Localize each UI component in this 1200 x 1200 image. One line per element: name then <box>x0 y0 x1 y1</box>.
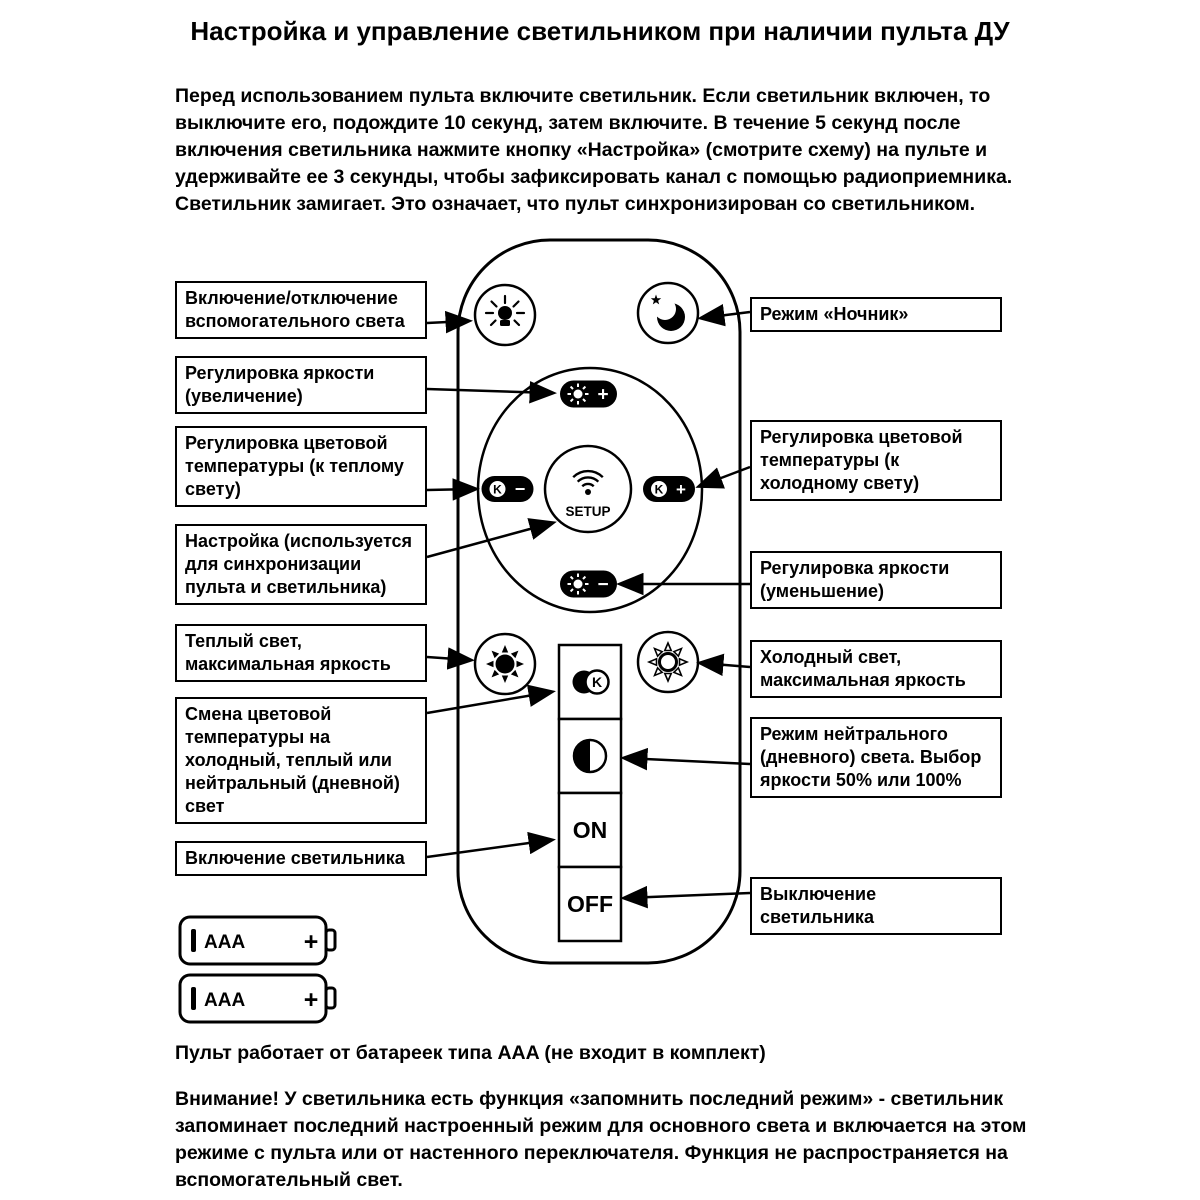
brightness-up-button[interactable]: + <box>560 380 617 408</box>
callout-arrows <box>426 304 751 909</box>
color-temp-cold-button[interactable]: K + <box>643 476 695 502</box>
callout-brightness-down: Регулировка яркости (уменьшение) <box>750 551 1002 609</box>
callout-warm-max: Теплый свет, максимальная яркость <box>175 624 427 682</box>
minus-label: − <box>515 479 526 499</box>
battery-note: Пульт работает от батареек типа AAA (не … <box>175 1042 766 1064</box>
callout-arrow <box>620 747 751 771</box>
callout-temp-cycle: Смена цветовой температуры на холодный, … <box>175 697 427 824</box>
callout-arrow <box>697 304 751 327</box>
callout-arrow <box>696 653 751 677</box>
callout-arrow <box>426 478 480 501</box>
callout-cold-max: Холодный свет, максимальная яркость <box>750 640 1002 698</box>
callout-on: Включение светильника <box>175 841 427 876</box>
brightness-down-button[interactable]: − <box>560 570 617 598</box>
day-mode-button[interactable] <box>557 717 623 795</box>
battery-plus-mark: + <box>304 928 319 956</box>
setup-label: SETUP <box>565 504 610 519</box>
signal-icon <box>572 469 604 495</box>
star-icon <box>650 294 662 305</box>
half-circle-icon <box>572 738 608 774</box>
callout-arrow <box>426 684 556 715</box>
k-label: K <box>655 483 664 497</box>
battery-label: AAA <box>204 990 245 1011</box>
callout-warm-temp: Регулировка цветовой температуры (к тепл… <box>175 426 427 507</box>
battery-terminal <box>324 928 337 952</box>
intro-text: Перед использованием пульта включите све… <box>175 85 1013 215</box>
callout-arrow <box>426 647 475 670</box>
battery-minus-mark <box>191 987 196 1010</box>
battery-plus-mark: + <box>304 986 319 1014</box>
callout-brightness-up: Регулировка яркости (увеличение) <box>175 356 427 414</box>
k-circle-icon <box>651 481 667 497</box>
warm-light-max-button[interactable] <box>473 632 537 696</box>
on-button[interactable]: ON <box>557 791 623 869</box>
sun-icon <box>567 573 589 595</box>
battery-minus-mark <box>191 929 196 952</box>
bulb-icon <box>484 294 526 327</box>
callout-day-mode: Режим нейтрального (дневного) света. Выб… <box>750 717 1002 798</box>
callout-night-mode: Режим «Ночник» <box>750 297 1002 332</box>
k-label: K <box>592 674 602 690</box>
minus-label: − <box>597 575 608 596</box>
setup-button[interactable]: SETUP <box>543 444 633 534</box>
filled-sun-icon <box>486 645 524 683</box>
callout-arrow <box>620 885 751 909</box>
cold-light-max-button[interactable] <box>636 630 700 694</box>
plus-label: + <box>676 480 686 499</box>
night-mode-button[interactable] <box>636 281 700 345</box>
sun-icon <box>567 383 589 405</box>
battery-terminal <box>324 986 337 1010</box>
moon-icon <box>654 298 685 331</box>
outline-sun-icon <box>648 640 688 682</box>
color-temp-warm-button[interactable]: K − <box>481 476 534 502</box>
battery-aaa-2: AAA + <box>178 973 337 1024</box>
on-label: ON <box>573 817 608 843</box>
callout-cold-temp: Регулировка цветовой температуры (к холо… <box>750 420 1002 501</box>
callout-arrow <box>426 831 556 859</box>
page-title: Настройка и управление светильником при … <box>190 16 1010 46</box>
battery-aaa-1: AAA + <box>178 915 337 966</box>
callout-off: Выключение светильника <box>750 877 1002 935</box>
callout-setup: Настройка (используется для синхронизаци… <box>175 524 427 605</box>
battery-label: AAA <box>204 932 245 953</box>
callout-arrow <box>695 465 751 489</box>
callout-arrow <box>426 310 473 334</box>
off-label: OFF <box>567 891 613 917</box>
callout-aux-light: Включение/отключение вспомогательного св… <box>175 281 427 339</box>
moon-k-icon <box>572 669 610 695</box>
aux-light-button[interactable] <box>473 283 537 347</box>
warning-text: Внимание! У светильника есть функция «за… <box>175 1088 1027 1191</box>
plus-label: + <box>597 385 608 406</box>
callout-arrow <box>426 518 557 559</box>
off-button[interactable]: OFF <box>557 865 623 943</box>
k-label: K <box>493 483 502 497</box>
color-temp-cycle-button[interactable]: K <box>557 643 623 721</box>
callout-arrow <box>426 381 557 404</box>
k-circle-icon <box>489 481 506 497</box>
